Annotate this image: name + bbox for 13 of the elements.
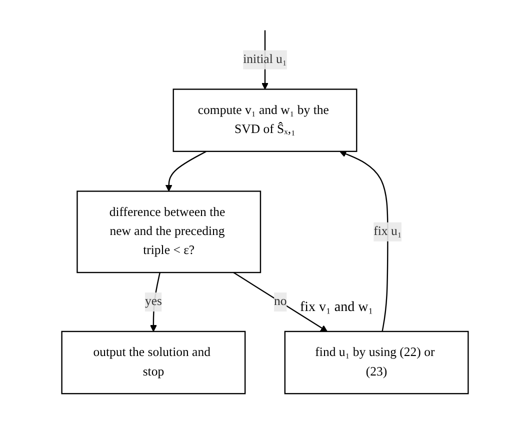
node-box: find u₁ by using (22) or (23): [284, 330, 468, 394]
arrow: [149, 272, 160, 332]
node-box: compute v₁ and w₁ by the SVD of Ŝₓ,₁: [172, 88, 357, 152]
arrow: [338, 150, 388, 332]
edge-note: fix v₁ and w₁: [300, 300, 374, 316]
node-box: difference between the new and the preceding triple < ε?: [76, 190, 261, 274]
edge-label: fix u₁: [373, 224, 402, 238]
arrow: [232, 272, 328, 332]
edge-label: yes: [144, 294, 162, 308]
edge-label: initial u₁: [242, 52, 286, 66]
arrow: [164, 150, 206, 192]
edge-label: no: [274, 294, 286, 308]
node-box: output the solution and stop: [60, 330, 246, 394]
